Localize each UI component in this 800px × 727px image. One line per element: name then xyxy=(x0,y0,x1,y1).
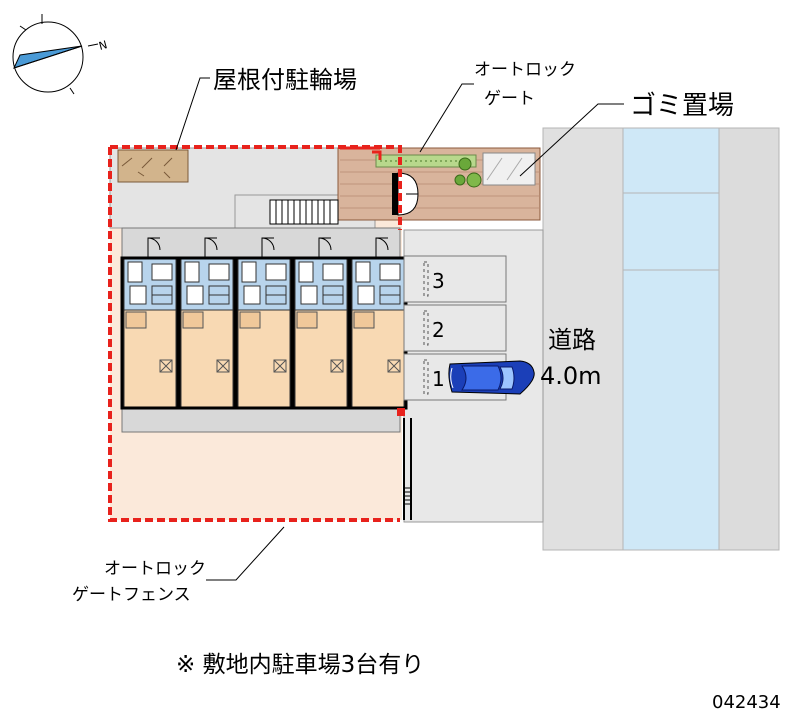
lot-boundary xyxy=(108,145,405,522)
fence-gate xyxy=(403,418,412,520)
compass-n: N xyxy=(97,38,108,53)
apartment-units xyxy=(120,237,408,410)
bicycle-parking-label: 屋根付駐輪場 xyxy=(213,66,357,94)
river xyxy=(622,127,720,551)
apartment-unit xyxy=(348,237,408,410)
apartment-unit xyxy=(234,237,294,410)
property-id: 042434 xyxy=(712,692,781,713)
leader-lines xyxy=(175,77,624,581)
stairs xyxy=(269,199,339,225)
road-label: 道路 xyxy=(548,326,596,354)
compass-icon: N xyxy=(12,14,109,95)
car xyxy=(448,360,535,395)
parking-space-number: 2 xyxy=(432,318,445,342)
parking-space: 2 xyxy=(403,304,507,352)
parking-space-number: 1 xyxy=(432,367,445,391)
apartment-unit xyxy=(120,237,180,410)
garbage-label: ゴミ置場 xyxy=(630,91,734,121)
apartment-unit xyxy=(177,237,237,410)
road-width-label: 4.0m xyxy=(540,362,602,390)
autolock-fence-label-1: オートロック xyxy=(104,559,206,579)
parking-space-number: 3 xyxy=(432,269,445,293)
apartment-unit xyxy=(291,237,351,410)
autolock-gate-label-1: オートロック xyxy=(474,60,576,80)
garbage-box xyxy=(482,152,536,186)
autolock-fence-label-2: ゲートフェンス xyxy=(72,585,191,605)
brick-entrance xyxy=(337,147,541,221)
autolock-gate-label-2: ゲート xyxy=(484,89,535,109)
parking-space: 3 xyxy=(403,255,507,303)
parking-note: ※ 敷地内駐車場3台有り xyxy=(176,652,424,678)
bicycle-parking-roof xyxy=(117,149,189,183)
road-area xyxy=(542,127,780,551)
